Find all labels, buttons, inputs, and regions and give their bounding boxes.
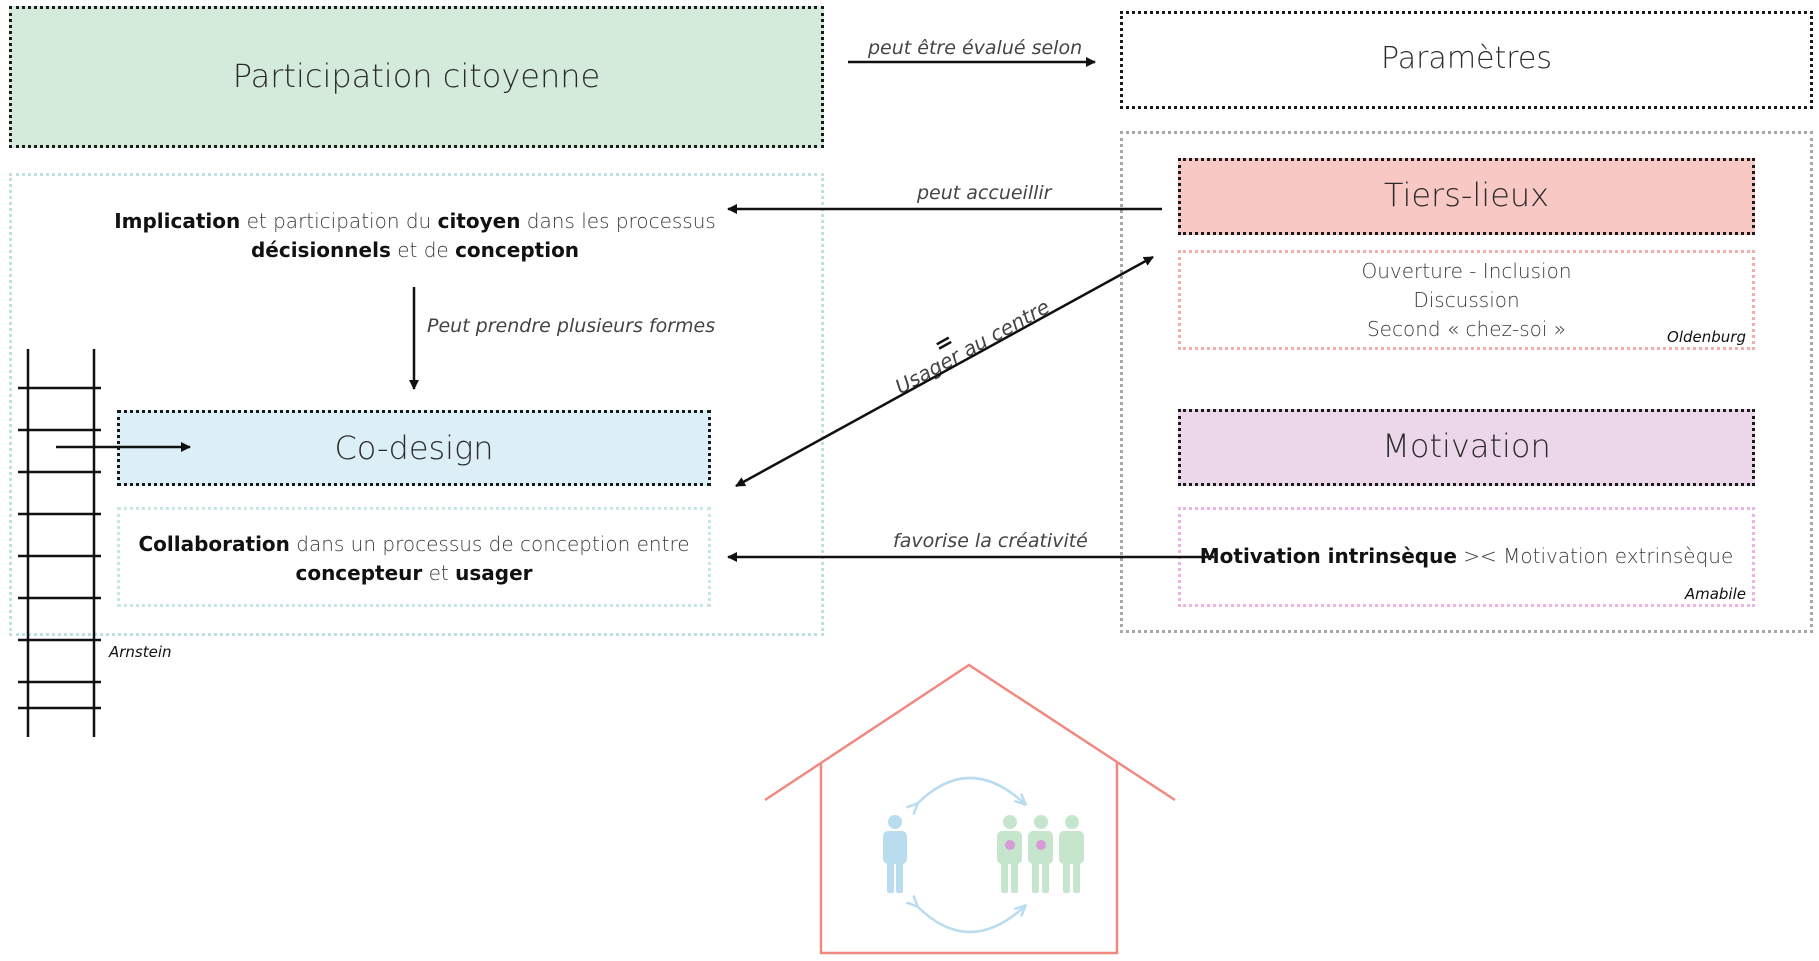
left-group-frame bbox=[9, 173, 824, 636]
exchange-arrow-top bbox=[917, 776, 1025, 804]
tiers-item: Second « chez-soi » bbox=[1366, 317, 1567, 341]
users-group-icon bbox=[997, 815, 1084, 893]
arrow-label-creativite: favorise la créativité bbox=[893, 530, 1088, 552]
motivation-box: Motivation bbox=[1178, 409, 1755, 486]
arrow-label-evalue: peut être évalué selon bbox=[868, 37, 1083, 59]
ladder-icon bbox=[18, 349, 101, 737]
motivation-title: Motivation bbox=[1382, 427, 1551, 465]
tiers-lieux-items: Ouverture - Inclusion Discussion Second … bbox=[1181, 257, 1752, 344]
motivation-text: Motivation intrinsèque >< Motivation ext… bbox=[1199, 544, 1734, 568]
parametres-box: Paramètres bbox=[1120, 11, 1813, 109]
participation-citoyenne-box: Participation citoyenne bbox=[9, 6, 824, 148]
oldenburg-citation: Oldenburg bbox=[1667, 328, 1746, 346]
motivation-details-box: Motivation intrinsèque >< Motivation ext… bbox=[1178, 507, 1755, 607]
arrow-label-formes: Peut prendre plusieurs formes bbox=[427, 315, 716, 337]
exchange-arrow-bottom bbox=[917, 906, 1025, 934]
tiers-lieux-box: Tiers-lieux bbox=[1178, 158, 1755, 235]
arrow-usager-down bbox=[735, 256, 1154, 487]
participation-title: Participation citoyenne bbox=[232, 57, 601, 95]
heart-icon bbox=[1005, 840, 1046, 850]
house-icon bbox=[764, 663, 1176, 955]
amabile-citation: Amabile bbox=[1684, 585, 1746, 603]
tiers-item: Discussion bbox=[1413, 288, 1520, 312]
arrow-label-accueillir: peut accueillir bbox=[917, 182, 1052, 204]
collaboration-box: Collaboration dans un processus de conce… bbox=[117, 507, 711, 607]
collaboration-text: Collaboration dans un processus de conce… bbox=[138, 532, 690, 585]
right-group-frame bbox=[1120, 131, 1813, 633]
parametres-title: Paramètres bbox=[1380, 41, 1553, 76]
designer-person-icon bbox=[883, 815, 907, 893]
tiers-lieux-title: Tiers-lieux bbox=[1383, 176, 1550, 214]
implication-text: Implication et participation du citoyen … bbox=[114, 209, 716, 262]
co-design-box: Co-design bbox=[117, 410, 711, 486]
tiers-item: Ouverture - Inclusion bbox=[1361, 259, 1572, 283]
co-design-title: Co-design bbox=[334, 429, 494, 467]
tiers-lieux-details-box: Ouverture - Inclusion Discussion Second … bbox=[1178, 250, 1755, 350]
arnstein-citation: Arnstein bbox=[109, 643, 172, 661]
